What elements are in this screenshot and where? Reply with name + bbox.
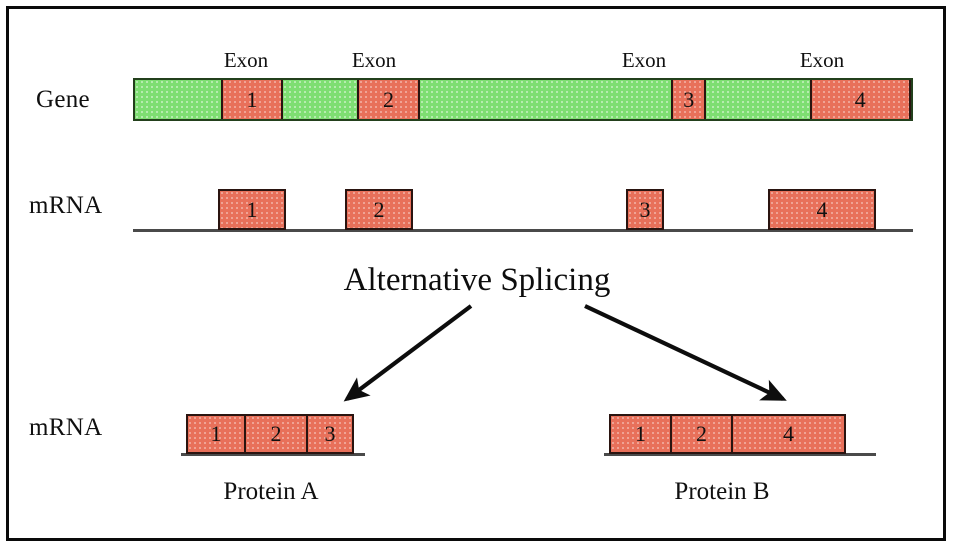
alternative-splicing-title: Alternative Splicing (343, 262, 611, 298)
mrna-pre-exon-4: 4 (768, 189, 876, 230)
protein-b-exon-1: 1 (611, 416, 672, 452)
gene-intron-3 (419, 80, 672, 119)
protein-b-exon-2: 2 (671, 416, 733, 452)
protein-b-exon-group: 1 2 4 (609, 414, 846, 454)
protein-a-exon-group: 1 2 3 (186, 414, 354, 454)
gene-bar: 1 2 3 4 (133, 78, 913, 121)
protein-a-exon-2: 2 (246, 416, 308, 452)
gene-exon-4: 4 (809, 80, 912, 119)
gene-exon-2: 2 (357, 80, 420, 119)
protein-a-exon-3: 3 (308, 416, 352, 452)
protein-a-backbone-line (181, 453, 365, 456)
gene-intron-4 (706, 80, 810, 119)
mrna-pre-backbone-line (133, 229, 913, 232)
exon-caption-3: Exon (621, 48, 667, 72)
protein-b-backbone-line (604, 453, 876, 456)
exon-caption-1: Exon (223, 48, 269, 72)
gene-intron-1 (135, 80, 221, 119)
protein-a-exon-1: 1 (188, 416, 246, 452)
protein-b-caption: Protein B (674, 478, 770, 505)
mrna-pre-row-label: mRNA (29, 192, 103, 219)
diagram-border-frame (6, 6, 946, 541)
exon-caption-2: Exon (351, 48, 397, 72)
gene-intron-2 (283, 80, 358, 119)
mrna-pre-exon-2: 2 (345, 189, 413, 230)
gene-exon-3: 3 (671, 80, 707, 119)
mrna-spliced-row-label: mRNA (29, 414, 103, 441)
gene-exon-1: 1 (220, 80, 284, 119)
protein-b-exon-4: 4 (732, 416, 844, 452)
exon-caption-4: Exon (799, 48, 845, 72)
protein-a-caption: Protein A (223, 478, 319, 505)
mrna-pre-exon-1: 1 (218, 189, 286, 230)
gene-row-label: Gene (36, 86, 90, 113)
mrna-pre-exon-3: 3 (626, 189, 664, 230)
